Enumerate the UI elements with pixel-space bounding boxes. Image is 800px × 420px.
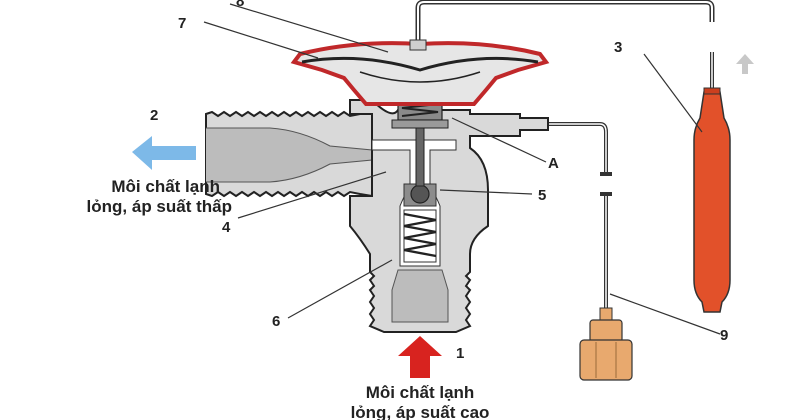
arrow-up-icon — [736, 54, 754, 74]
callout-9: 9 — [720, 327, 728, 344]
valve-body — [349, 87, 549, 333]
arrow-up-icon — [398, 336, 442, 378]
callout-1: 1 — [456, 345, 464, 362]
inlet-caption-line2: lỏng, áp suất cao — [351, 403, 490, 420]
diaphragm-membrane — [301, 56, 539, 72]
callout-4: 4 — [222, 219, 231, 236]
callout-7: 7 — [178, 15, 186, 32]
callout-8: 8 — [236, 0, 244, 10]
callout-2: 2 — [150, 107, 158, 124]
callout-3: 3 — [614, 39, 622, 56]
capillary-tube-top — [415, 0, 715, 40]
sensing-bulb — [693, 87, 731, 313]
lower-spring — [403, 212, 437, 258]
diaphragm-housing — [290, 39, 550, 106]
callout-5: 5 — [538, 187, 546, 204]
outlet-port — [205, 110, 373, 198]
outlet-caption-line2: lỏng, áp suất thấp — [87, 197, 232, 216]
flare-nut — [579, 307, 633, 381]
callout-a: A — [548, 155, 559, 172]
valve-ball — [410, 184, 430, 204]
leader-lines — [203, 3, 721, 335]
arrow-left-icon — [132, 136, 196, 170]
inlet-caption-line1: Môi chất lạnh — [366, 383, 475, 402]
outlet-caption-line1: Môi chất lạnh — [111, 177, 220, 196]
callout-6: 6 — [272, 313, 280, 330]
